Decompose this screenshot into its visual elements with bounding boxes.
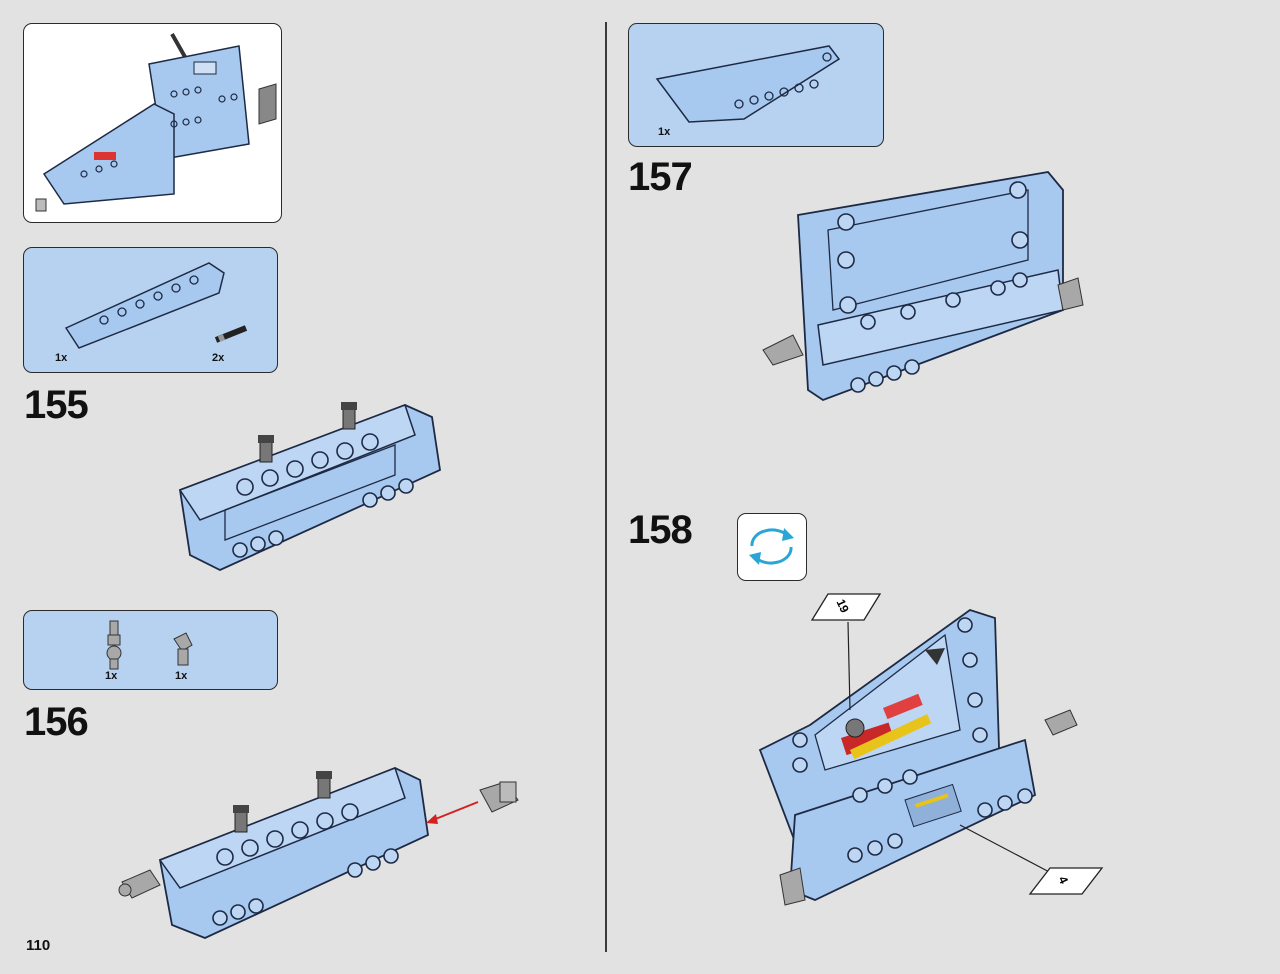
subassembly-preview [23, 23, 282, 223]
step-158-model [758, 609, 1078, 906]
part-quantity: 1x [175, 670, 188, 682]
connector-incoming [479, 781, 519, 813]
sticker-19-tag: 19 [810, 592, 882, 622]
axle-pin [233, 771, 332, 833]
connector-installed [118, 869, 161, 899]
step-156-model [118, 767, 519, 939]
beam-part-image [64, 262, 248, 349]
step-number: 156 [24, 700, 89, 744]
step-155-parts-panel: 1x 2x [23, 247, 278, 373]
axle-pin [258, 402, 357, 463]
part-quantity: 1x [105, 670, 118, 682]
step-number: 155 [24, 383, 89, 427]
step-number: 157 [628, 155, 693, 199]
connector-part-images [106, 620, 193, 670]
connector-installed [762, 277, 1084, 366]
sticker-4-leader [959, 824, 1056, 876]
part-quantity: 1x [658, 126, 671, 138]
step-157-model [762, 171, 1084, 402]
rotate-model-icon [749, 528, 794, 565]
rotate-model-button [737, 513, 807, 581]
sticker-19-leader [847, 621, 851, 711]
subassembly-model [35, 33, 277, 212]
panel-part-image [655, 45, 841, 123]
part-quantity: 2x [212, 352, 225, 364]
sticker-4-tag: 4 [1028, 866, 1104, 896]
page-number: 110 [26, 937, 51, 954]
step-157-parts-panel: 1x [628, 23, 884, 147]
step-155-model [178, 402, 441, 571]
page-divider [605, 22, 607, 952]
step-156-parts-panel: 1x 1x [23, 610, 278, 690]
connector-installed [779, 709, 1078, 906]
pin-part-image [214, 325, 248, 343]
part-quantity: 1x [55, 352, 68, 364]
step-number: 158 [628, 508, 693, 552]
